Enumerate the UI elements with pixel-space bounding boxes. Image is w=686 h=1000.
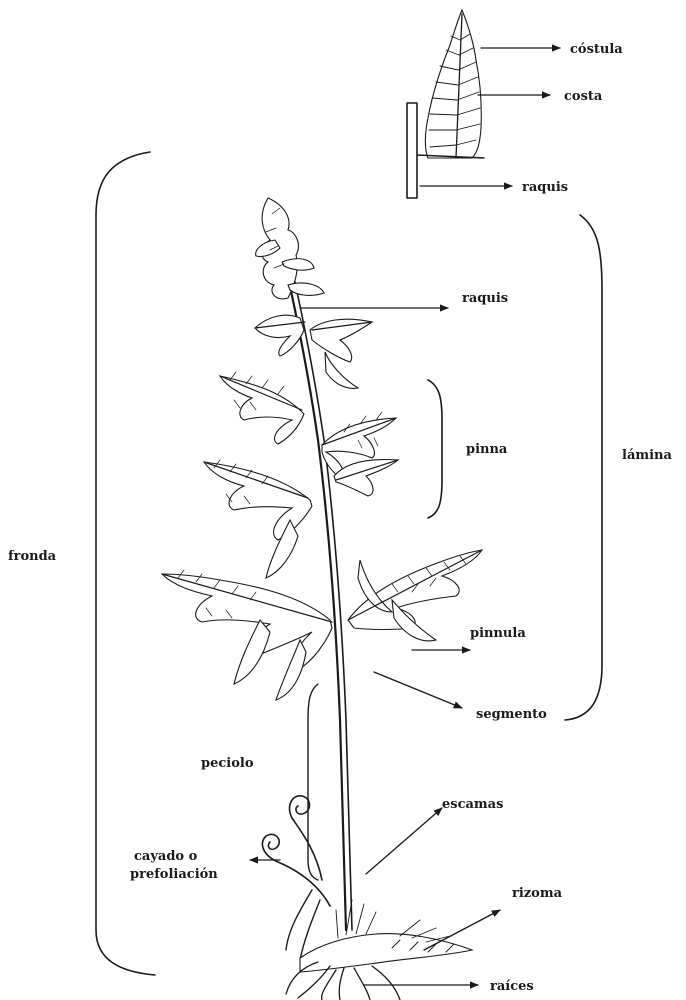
lamina-bracket (565, 215, 602, 720)
label-segmento: segmento (476, 707, 547, 722)
label-costula: cóstula (570, 42, 623, 57)
label-rizoma: rizoma (512, 886, 563, 901)
segmento-arrow (374, 672, 462, 708)
label-costa: costa (564, 89, 603, 104)
label-pinnula: pinnula (470, 626, 526, 641)
pinna-bracket (428, 380, 442, 518)
label-raquis: raquis (462, 291, 508, 306)
label-cayado-line2: prefoliación (130, 867, 218, 882)
label-pinna: pinna (466, 442, 508, 457)
pinna-detail-inset (407, 10, 560, 198)
label-lamina: lámina (622, 448, 673, 463)
rachis-segment (407, 103, 417, 198)
label-escamas: escamas (442, 797, 503, 812)
label-peciolo: peciolo (201, 756, 254, 771)
rizoma-arrow (424, 910, 500, 950)
escamas-arrow (366, 808, 442, 874)
label-raices: raíces (490, 979, 534, 994)
label-cayado-line1: cayado o (134, 849, 198, 864)
label-raquis-inset: raquis (522, 180, 568, 195)
peciolo-bracket (308, 684, 318, 880)
label-fronda: fronda (8, 549, 57, 564)
